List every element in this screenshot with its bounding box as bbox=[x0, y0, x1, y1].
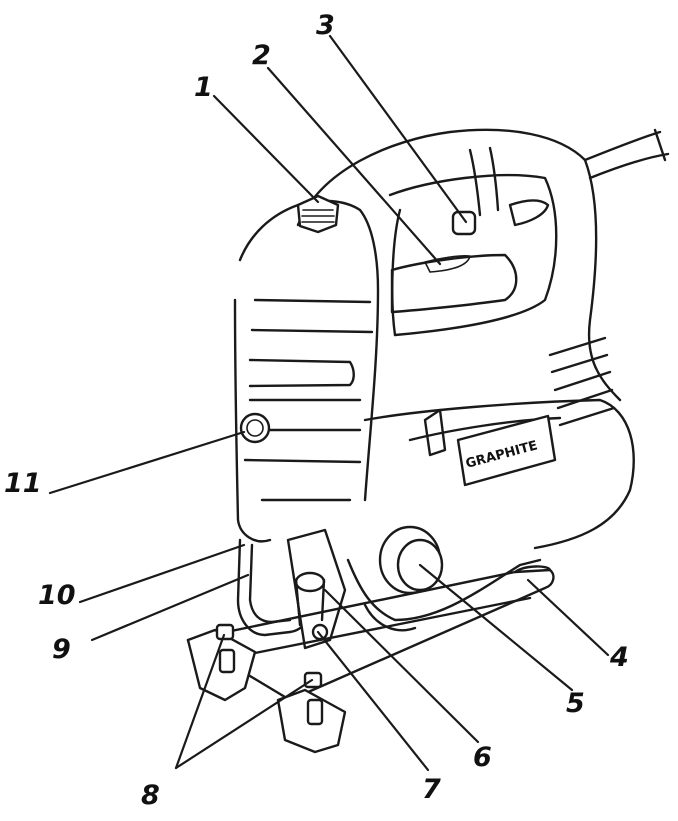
callout-10: 10 bbox=[38, 580, 76, 611]
handle-grip bbox=[390, 146, 550, 314]
callout-11: 11 bbox=[4, 468, 42, 499]
front-housing bbox=[233, 199, 380, 543]
power-cord bbox=[583, 128, 670, 180]
callout-6: 6 bbox=[473, 742, 492, 773]
blade-holder bbox=[286, 528, 347, 650]
vent-slots bbox=[548, 336, 616, 427]
callout-5: 5 bbox=[566, 688, 585, 719]
callout-labels: 1 2 3 4 5 6 7 8 9 10 11 bbox=[4, 10, 629, 811]
callout-9: 9 bbox=[52, 634, 71, 665]
callout-3: 3 bbox=[316, 10, 335, 41]
guide-screw-right bbox=[276, 671, 347, 754]
callout-7: 7 bbox=[422, 774, 441, 805]
guide-screw-left bbox=[186, 623, 257, 702]
leader-lines bbox=[48, 34, 610, 772]
callout-8: 8 bbox=[141, 780, 160, 811]
pendulum-knob bbox=[378, 525, 444, 595]
callout-2: 2 bbox=[252, 40, 271, 71]
brand-badge: GRAPHITE bbox=[456, 414, 557, 487]
led-lamp bbox=[239, 412, 271, 444]
lower-body bbox=[346, 558, 542, 632]
motor-housing bbox=[296, 128, 622, 402]
speed-wheel bbox=[296, 194, 340, 234]
callout-4: 4 bbox=[609, 642, 629, 673]
callout-1: 1 bbox=[194, 72, 213, 103]
